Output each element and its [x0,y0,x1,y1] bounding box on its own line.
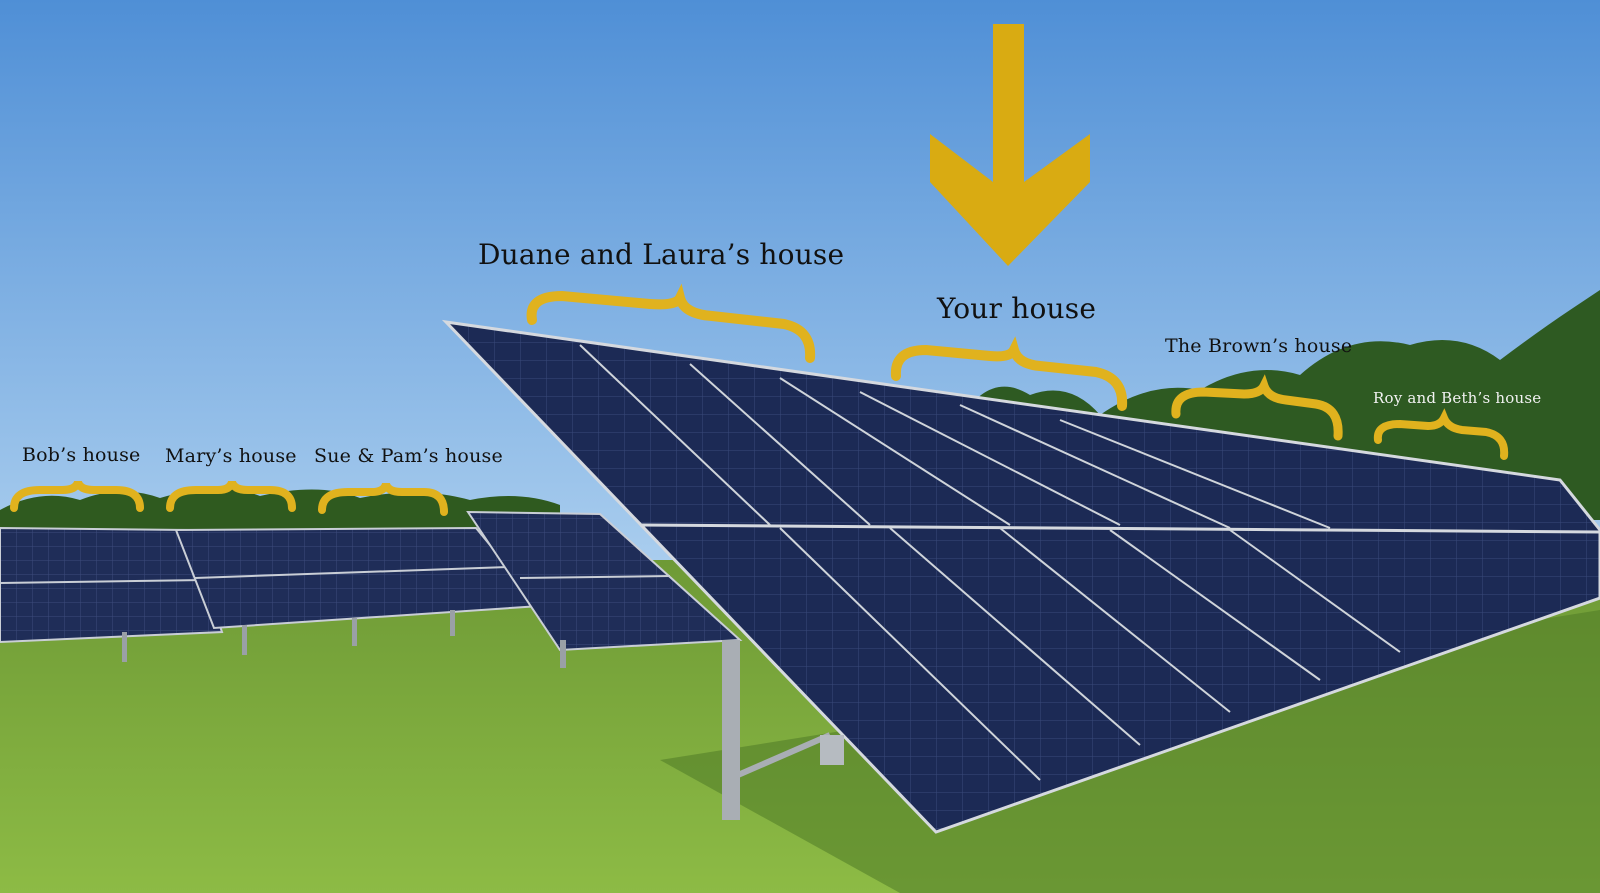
label-duane-lauras-house: Duane and Laura’s house [478,238,845,271]
solar-array-far-left [0,526,224,662]
brace-duane-laura [526,283,816,363]
brace-brown [1171,374,1343,441]
arrow-down-icon [930,24,1090,266]
label-bobs-house: Bob’s house [22,444,141,466]
brace-your [890,336,1128,411]
label-browns-house: The Brown’s house [1165,335,1353,357]
label-marys-house: Mary’s house [165,445,297,467]
brace-mary [166,480,296,512]
label-your-house: Your house [937,292,1097,325]
label-roy-beths-house: Roy and Beth’s house [1373,389,1542,407]
brace-roy-beth [1373,408,1509,460]
brace-sue-pam [318,482,448,516]
brace-bob [10,480,144,512]
label-sue-pams-house: Sue & Pam’s house [314,445,503,467]
solar-array-main [441,319,1600,834]
